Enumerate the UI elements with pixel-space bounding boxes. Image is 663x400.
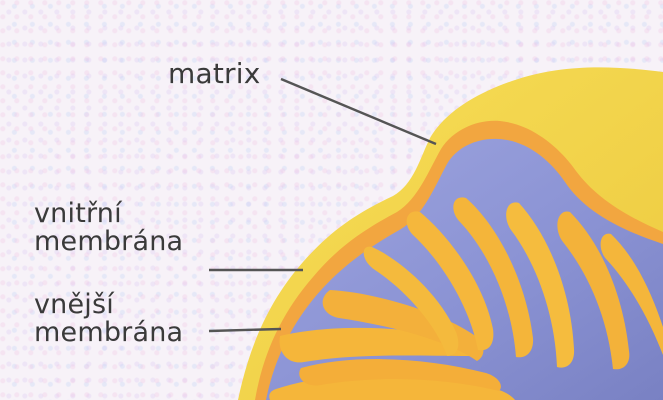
outer-membrane-label: vnější membrána (34, 291, 183, 347)
inner-membrane-label-line-2: membrána (34, 228, 183, 256)
outer-membrane-label-line-2: membrána (34, 319, 183, 347)
inner-membrane-label: vnitřní membrána (34, 200, 183, 256)
outer-membrane-label-line-1: vnější (34, 291, 183, 319)
matrix-label: matrix (168, 60, 260, 89)
matrix-label-text: matrix (168, 57, 260, 90)
inner-membrane-label-line-1: vnitřní (34, 200, 183, 228)
